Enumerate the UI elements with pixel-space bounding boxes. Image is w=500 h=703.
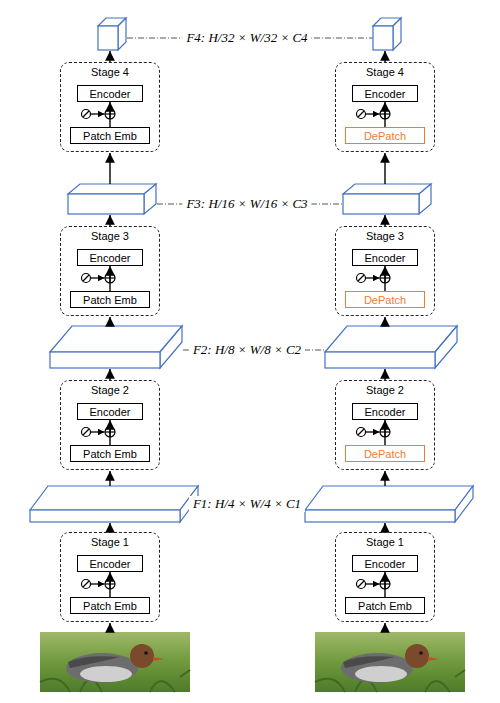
box-label: Encoder [90, 406, 131, 418]
box-label: Encoder [365, 406, 406, 418]
box-label: Patch Emb [83, 448, 137, 460]
encoder-box: Encoder [352, 555, 418, 572]
stage-box: Stage 2 EncoderPatch Emb [60, 380, 160, 470]
encoder-box: Encoder [77, 249, 143, 266]
box-label: Patch Emb [83, 600, 137, 612]
stage-box: Stage 4 EncoderPatch Emb [60, 62, 160, 152]
encoder-box: Encoder [77, 85, 143, 102]
position-embedding-op [357, 109, 391, 119]
encoder-box: Encoder [352, 85, 418, 102]
feature-cube [373, 18, 401, 50]
flow-arrows [110, 51, 385, 632]
stage-title: Stage 4 [336, 66, 434, 79]
stage-title: Stage 1 [61, 536, 159, 549]
feature-cube [68, 184, 156, 214]
box-label: Encoder [90, 558, 131, 570]
flow-connector [384, 572, 385, 597]
feature-cube [343, 184, 431, 214]
patch-box: DePatch [345, 291, 425, 308]
stage-box: Stage 1 EncoderPatch Emb [60, 532, 160, 622]
flow-arrow [384, 369, 385, 380]
stage-title: Stage 3 [336, 230, 434, 243]
patch-box: Patch Emb [70, 291, 150, 308]
flow-arrow [109, 471, 110, 486]
box-label: Patch Emb [83, 294, 137, 306]
flow-arrow [384, 215, 385, 226]
feature-cube [98, 18, 126, 50]
box-label: DePatch [364, 130, 406, 142]
position-embedding-op [357, 579, 391, 589]
position-embedding-op [82, 427, 116, 437]
box-label: Encoder [365, 88, 406, 100]
box-label: DePatch [364, 448, 406, 460]
position-embedding-op [82, 579, 116, 589]
box-label: Encoder [90, 88, 131, 100]
input-photo [315, 632, 465, 692]
flow-arrow [384, 623, 385, 632]
flow-arrow [384, 153, 385, 184]
stage-title: Stage 2 [61, 384, 159, 397]
flow-connector [384, 420, 385, 445]
encoder-box: Encoder [77, 403, 143, 420]
input-photo [40, 632, 190, 692]
box-label: Encoder [365, 252, 406, 264]
patch-box: DePatch [345, 445, 425, 462]
patch-box: Patch Emb [70, 597, 150, 614]
stage-box: Stage 3 EncoderPatch Emb [60, 226, 160, 316]
flow-arrow [109, 623, 110, 632]
feature-cube [50, 326, 182, 368]
flow-arrow [384, 317, 385, 326]
feature-size-label: F4: H/32 × W/32 × C4 [182, 30, 311, 46]
patch-box: DePatch [345, 127, 425, 144]
encoder-box: Encoder [352, 249, 418, 266]
stage-title: Stage 2 [336, 384, 434, 397]
stage-title: Stage 1 [336, 536, 434, 549]
patch-box: Patch Emb [70, 127, 150, 144]
position-embedding-op [357, 427, 391, 437]
flow-connector [109, 420, 110, 445]
flow-arrow [384, 471, 385, 486]
position-embedding-op [82, 273, 116, 283]
feature-cube [305, 486, 473, 522]
guide-lines [127, 38, 373, 504]
box-label: Encoder [90, 252, 131, 264]
feature-size-label: F1: H/4 × W/4 × C1 [189, 496, 305, 512]
flow-arrow [109, 523, 110, 532]
feature-size-label: F3: H/16 × W/16 × C3 [182, 196, 311, 212]
flow-arrow [109, 317, 110, 326]
box-label: Patch Emb [358, 600, 412, 612]
stage-box: Stage 3 EncoderDePatch [335, 226, 435, 316]
feature-size-label: F2: H/8 × W/8 × C2 [189, 342, 305, 358]
encoder-box: Encoder [352, 403, 418, 420]
flow-arrow [384, 523, 385, 532]
box-label: Patch Emb [83, 130, 137, 142]
flow-connector [384, 102, 385, 127]
encoder-box: Encoder [77, 555, 143, 572]
flow-connector [384, 266, 385, 291]
stage-box: Stage 4 EncoderDePatch [335, 62, 435, 152]
feature-cube [325, 326, 457, 368]
flow-arrow [109, 215, 110, 226]
flow-arrow [109, 153, 110, 184]
box-label: Encoder [365, 558, 406, 570]
flow-connector [109, 266, 110, 291]
feature-cube [30, 486, 198, 522]
patch-box: Patch Emb [345, 597, 425, 614]
flow-arrow [109, 369, 110, 380]
flow-arrow [384, 51, 385, 62]
position-embedding-op [357, 273, 391, 283]
flow-connector [109, 572, 110, 597]
stage-box: Stage 2 EncoderDePatch [335, 380, 435, 470]
flow-connector [109, 102, 110, 127]
flow-arrow [109, 51, 110, 62]
patch-box: Patch Emb [70, 445, 150, 462]
stage-title: Stage 3 [61, 230, 159, 243]
position-embedding-op [82, 109, 116, 119]
box-label: DePatch [364, 294, 406, 306]
stage-title: Stage 4 [61, 66, 159, 79]
stage-box: Stage 1 EncoderPatch Emb [335, 532, 435, 622]
